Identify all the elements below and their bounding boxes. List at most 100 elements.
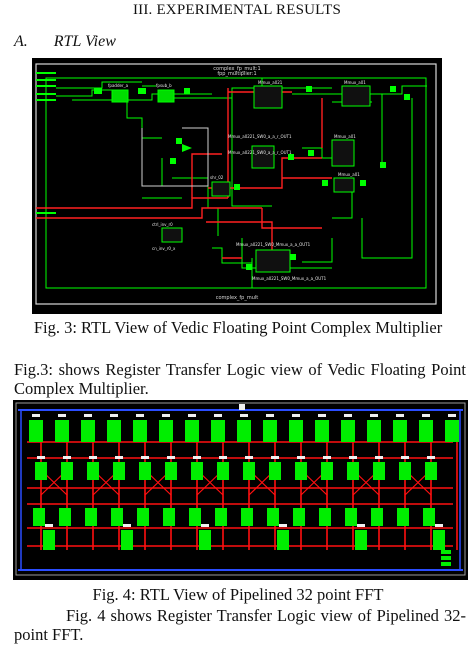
svg-text:fpadder_a: fpadder_a <box>108 83 129 88</box>
fft-stage3-block <box>293 508 305 526</box>
fft-register-block <box>133 420 147 442</box>
block-labels: fpadder_a fpsub_b Mmux_a021 Mmux_a01 Mmu… <box>108 80 366 281</box>
small-gates <box>94 86 410 270</box>
fft-butterfly-block <box>191 462 203 480</box>
fft-register-label <box>240 414 248 417</box>
fft-register-label <box>32 414 40 417</box>
fft-stage3-block <box>111 508 123 526</box>
fft-butterfly-label <box>167 456 175 459</box>
block-ctrl <box>161 227 183 243</box>
fft-butterfly-block <box>269 462 281 480</box>
fft-butterfly-label <box>375 456 383 459</box>
fft-butterfly-label <box>89 456 97 459</box>
figure-4-caption: Fig. 4: RTL View of Pipelined 32 point F… <box>92 585 384 604</box>
fft-stage4-label <box>201 524 209 527</box>
fft-stage4-block <box>199 530 211 550</box>
figure-3-svg: complex_fp_mult:1 fpp_multiplier:1 compl… <box>35 63 437 305</box>
fft-stage3-block <box>397 508 409 526</box>
fft-output-port <box>441 562 451 566</box>
fft-butterfly-label <box>219 456 227 459</box>
fft-butterfly-block <box>347 462 359 480</box>
fft-output-port <box>441 556 451 560</box>
block-fpadder <box>111 89 129 103</box>
fft-stage4-label <box>45 524 53 527</box>
fft-butterfly-block <box>87 462 99 480</box>
inner-module-frame <box>45 77 427 289</box>
fft-register-block <box>159 420 173 442</box>
fft-register-label <box>266 414 274 417</box>
subsection-number: A. <box>14 33 28 50</box>
fft-register-label <box>110 414 118 417</box>
fft-butterfly-block <box>61 462 73 480</box>
fft-butterfly-block <box>243 462 255 480</box>
buffer-triangle <box>182 144 192 152</box>
subsection-heading: A. RTL View <box>14 33 116 51</box>
block-mmux-bottom <box>255 249 291 273</box>
fft-butterfly-block <box>113 462 125 480</box>
svg-text:shr_02: shr_02 <box>210 175 224 180</box>
fft-register-block <box>29 420 43 442</box>
fft-register-block <box>55 420 69 442</box>
svg-text:cn_inv_r0_x: cn_inv_r0_x <box>152 246 176 251</box>
module-label-bottom: complex_fp_mult <box>216 295 259 301</box>
fft-stage4-block <box>121 530 133 550</box>
fft-butterfly-label <box>141 456 149 459</box>
fft-butterfly-label <box>349 456 357 459</box>
fft-register-label <box>292 414 300 417</box>
fft-output-port <box>441 550 451 554</box>
block-shr <box>211 181 231 197</box>
block-mmux-a021 <box>253 85 283 109</box>
svg-text:fpsub_b: fpsub_b <box>156 83 172 88</box>
fft-register-label <box>370 414 378 417</box>
fft-register-label <box>188 414 196 417</box>
fft-butterfly-label <box>37 456 45 459</box>
fft-register-block <box>419 420 433 442</box>
fft-stage3-block <box>33 508 45 526</box>
svg-text:Mmux_a01: Mmux_a01 <box>338 172 360 177</box>
fft-butterfly-label <box>271 456 279 459</box>
figure-3-rtl-schematic: complex_fp_mult:1 fpp_multiplier:1 compl… <box>32 58 442 314</box>
fft-butterfly-block <box>425 462 437 480</box>
fft-register-label <box>344 414 352 417</box>
svg-text:ctrl_inv_r0: ctrl_inv_r0 <box>152 222 173 227</box>
svg-text:Mmux_a0221_SW0_a_a_r_OUT1: Mmux_a0221_SW0_a_a_r_OUT1 <box>228 150 292 155</box>
fft-stage4-block <box>355 530 367 550</box>
fft-register-block <box>185 420 199 442</box>
fft-register-block <box>341 420 355 442</box>
fft-stage3-block <box>215 508 227 526</box>
fft-frame <box>15 402 466 576</box>
fft-butterfly-label <box>297 456 305 459</box>
subsection-title: RTL View <box>53 33 116 50</box>
fft-butterfly-block <box>217 462 229 480</box>
fft-register-label <box>422 414 430 417</box>
fft-stage3-block <box>267 508 279 526</box>
fft-register-block <box>315 420 329 442</box>
outer-module-frame <box>35 63 437 305</box>
fft-stage3-block <box>137 508 149 526</box>
fft-stage3-block <box>163 508 175 526</box>
fft-register-block <box>445 420 459 442</box>
fft-butterfly-block <box>165 462 177 480</box>
fft-stage3-block <box>59 508 71 526</box>
paragraph-figure-3: Fig.3: shows Register Transfer Logic vie… <box>14 360 466 398</box>
block-mmux-a01 <box>341 85 371 107</box>
fft-register-label <box>396 414 404 417</box>
fft-butterfly-label <box>63 456 71 459</box>
fft-register-block <box>211 420 225 442</box>
fft-stage3-block <box>371 508 383 526</box>
module-label-inner: fpp_multiplier:1 <box>217 71 256 77</box>
fft-register-label <box>214 414 222 417</box>
svg-text:Mmux_a0221_SW0_a_a_r_OUT1: Mmux_a0221_SW0_a_a_r_OUT1 <box>228 134 292 139</box>
fft-stage4-label <box>357 524 365 527</box>
fft-register-label <box>448 414 456 417</box>
svg-text:Mmux_a01: Mmux_a01 <box>334 134 356 139</box>
green-wires <box>56 78 427 288</box>
svg-text:Mmux_a0221_SW0_Mmux_a_a_OUT1: Mmux_a0221_SW0_Mmux_a_a_OUT1 <box>236 242 311 247</box>
fft-register-label <box>58 414 66 417</box>
fft-butterfly-label <box>193 456 201 459</box>
fft-stage4-block <box>277 530 289 550</box>
fft-butterfly-block <box>399 462 411 480</box>
fft-register-block <box>107 420 121 442</box>
logic-blocks <box>111 85 371 273</box>
fft-stage4-label <box>435 524 443 527</box>
